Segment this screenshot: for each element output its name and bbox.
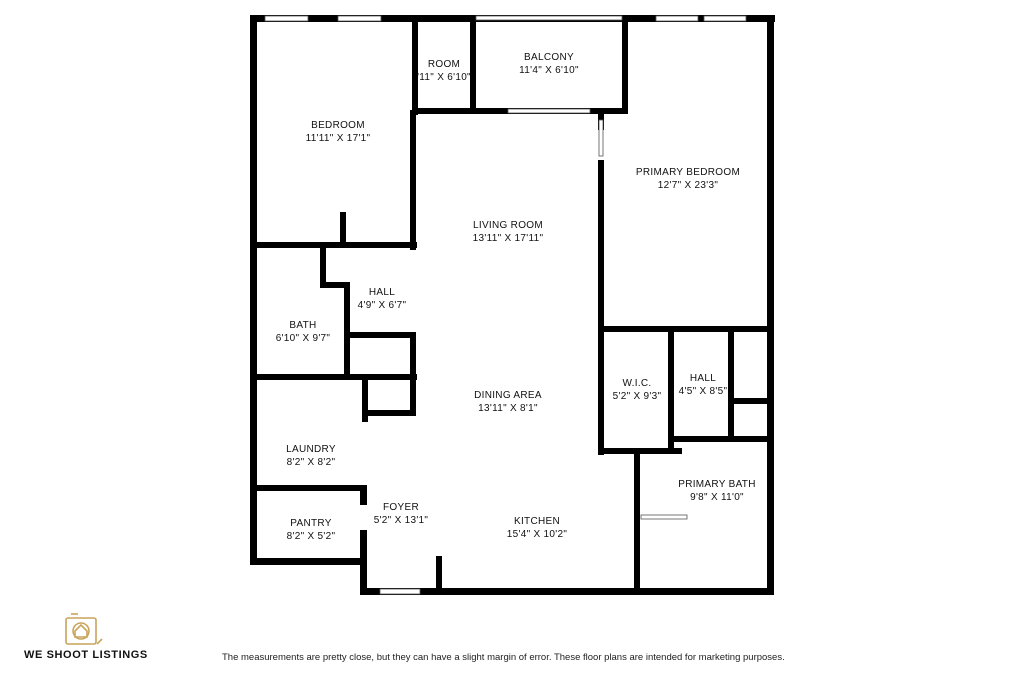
room-size: 11'11" X 17'1" bbox=[306, 133, 371, 144]
room-dining-area: DINING AREA 13'11" X 8'1" bbox=[474, 390, 542, 414]
wall-left-outer bbox=[250, 15, 257, 565]
disclaimer: The measurements are pretty close, but t… bbox=[222, 652, 785, 663]
wall-pantry-bottom bbox=[250, 558, 367, 565]
wall-living-right bbox=[598, 160, 604, 455]
wall-balcony-right bbox=[622, 15, 628, 114]
room-name: PANTRY bbox=[290, 518, 331, 529]
room-bath: BATH 6'10" X 9'7" bbox=[276, 320, 331, 344]
wall-bedroom-bottom bbox=[257, 242, 417, 248]
wall-wic-right bbox=[668, 326, 674, 453]
wall-balcony-left bbox=[470, 15, 476, 108]
wall-bath-notch-h bbox=[320, 282, 350, 288]
wall-bottom bbox=[360, 588, 774, 595]
room-name: PRIMARY BEDROOM bbox=[636, 167, 740, 178]
room-size: 15'4" X 10'2" bbox=[507, 529, 568, 540]
window-primary-1 bbox=[655, 15, 699, 22]
room-primary-bath: PRIMARY BATH 9'8" X 11'0" bbox=[678, 479, 756, 503]
wall-laundry-right-upper bbox=[362, 374, 368, 422]
wall-bath-bottom bbox=[257, 374, 417, 380]
wall-hall-right-inner bbox=[728, 326, 734, 442]
room-laundry: LAUNDRY 8'2" X 8'2" bbox=[286, 444, 336, 468]
room-name: BATH bbox=[289, 320, 316, 331]
camera-house-logo-icon bbox=[65, 613, 103, 645]
room-name: ROOM bbox=[428, 59, 460, 70]
room-size: 9'8" X 11'0" bbox=[690, 492, 744, 503]
room-labels: BEDROOM 11'11" X 17'1" ROOM '11" X 6'10" BAL… bbox=[276, 52, 756, 542]
wall-pantry-right bbox=[360, 530, 367, 565]
window-bedroom-1 bbox=[264, 15, 309, 22]
windows bbox=[264, 15, 747, 595]
room-size: 6'10" X 9'7" bbox=[276, 333, 331, 344]
wall-hall-closet bbox=[728, 398, 774, 404]
wall-primary-hall-bottom bbox=[672, 436, 774, 442]
opening-living-right bbox=[598, 119, 604, 157]
brand-name: WE SHOOT LISTINGS bbox=[24, 649, 148, 661]
room-name: DINING AREA bbox=[474, 390, 542, 401]
wall-primary-bedroom-bottom bbox=[598, 326, 774, 332]
room-name: BEDROOM bbox=[311, 120, 365, 131]
room-wic: W.I.C. 5'2" X 9'3" bbox=[613, 378, 662, 402]
room-size: 8'2" X 5'2" bbox=[287, 531, 336, 542]
wall-bath-notch-v bbox=[320, 248, 326, 286]
room-size: '11" X 6'10" bbox=[417, 72, 471, 83]
room-size: 13'11" X 8'1" bbox=[478, 403, 538, 414]
window-primary-2 bbox=[703, 15, 747, 22]
room-pantry: PANTRY 8'2" X 5'2" bbox=[287, 518, 336, 542]
room-balcony: BALCONY 11'4" X 6'10" bbox=[519, 52, 579, 76]
window-bedroom-2 bbox=[337, 15, 382, 22]
room-name: HALL bbox=[690, 373, 716, 384]
wall-room-left bbox=[412, 15, 418, 115]
room-size: 4'9" X 6'7" bbox=[358, 300, 407, 311]
room-size: 8'2" X 8'2" bbox=[287, 457, 336, 468]
room-name: PRIMARY BATH bbox=[678, 479, 756, 490]
wall-foyer-closet-bottom bbox=[362, 410, 416, 416]
walls bbox=[250, 15, 775, 595]
room-living-room: LIVING ROOM 13'11" X 17'11" bbox=[473, 220, 544, 244]
wall-bath-right bbox=[344, 282, 350, 378]
room-size: 13'11" X 17'11" bbox=[473, 233, 544, 244]
opening-entry-door bbox=[379, 588, 421, 595]
wall-foyer-closet-right bbox=[410, 374, 416, 416]
room-hall-left: HALL 4'9" X 6'7" bbox=[358, 287, 407, 311]
wall-hall-right-lower bbox=[410, 332, 416, 382]
room-name: W.I.C. bbox=[622, 378, 651, 389]
fixture-primary-bath-shelf bbox=[640, 514, 688, 520]
room-foyer: FOYER 5'2" X 13'1" bbox=[374, 502, 429, 526]
room-kitchen: KITCHEN 15'4" X 10'2" bbox=[507, 516, 568, 540]
wall-foyer-left-step bbox=[360, 558, 367, 595]
window-balcony bbox=[475, 15, 623, 21]
room-name: BALCONY bbox=[524, 52, 574, 63]
wall-closet-right bbox=[340, 212, 346, 248]
wall-laundry-bottom bbox=[257, 485, 367, 491]
room-name: LAUNDRY bbox=[286, 444, 336, 455]
room-name: KITCHEN bbox=[514, 516, 560, 527]
room-bedroom: BEDROOM 11'11" X 17'1" bbox=[306, 120, 371, 144]
wall-kitchen-left-stub bbox=[436, 556, 442, 595]
opening-balcony-door bbox=[507, 108, 591, 114]
room-name: FOYER bbox=[383, 502, 419, 513]
room-size: 5'2" X 13'1" bbox=[374, 515, 429, 526]
wall-bedroom-right bbox=[410, 110, 416, 250]
room-primary-bedroom: PRIMARY BEDROOM 12'7" X 23'3" bbox=[636, 167, 740, 191]
room-name: HALL bbox=[369, 287, 395, 298]
room-size: 5'2" X 9'3" bbox=[613, 391, 662, 402]
room-name: LIVING ROOM bbox=[473, 220, 543, 231]
wall-primary-bath-left bbox=[634, 448, 640, 595]
room-size: 4'5" X 8'5" bbox=[679, 386, 728, 397]
room-room: ROOM '11" X 6'10" bbox=[417, 59, 471, 83]
wall-hall-bottom bbox=[344, 332, 416, 338]
wall-right-outer bbox=[767, 15, 774, 595]
room-hall-right: HALL 4'5" X 8'5" bbox=[679, 373, 728, 397]
room-size: 12'7" X 23'3" bbox=[658, 180, 719, 191]
room-size: 11'4" X 6'10" bbox=[519, 65, 579, 76]
wall-laundry-door-jamb bbox=[360, 485, 367, 505]
